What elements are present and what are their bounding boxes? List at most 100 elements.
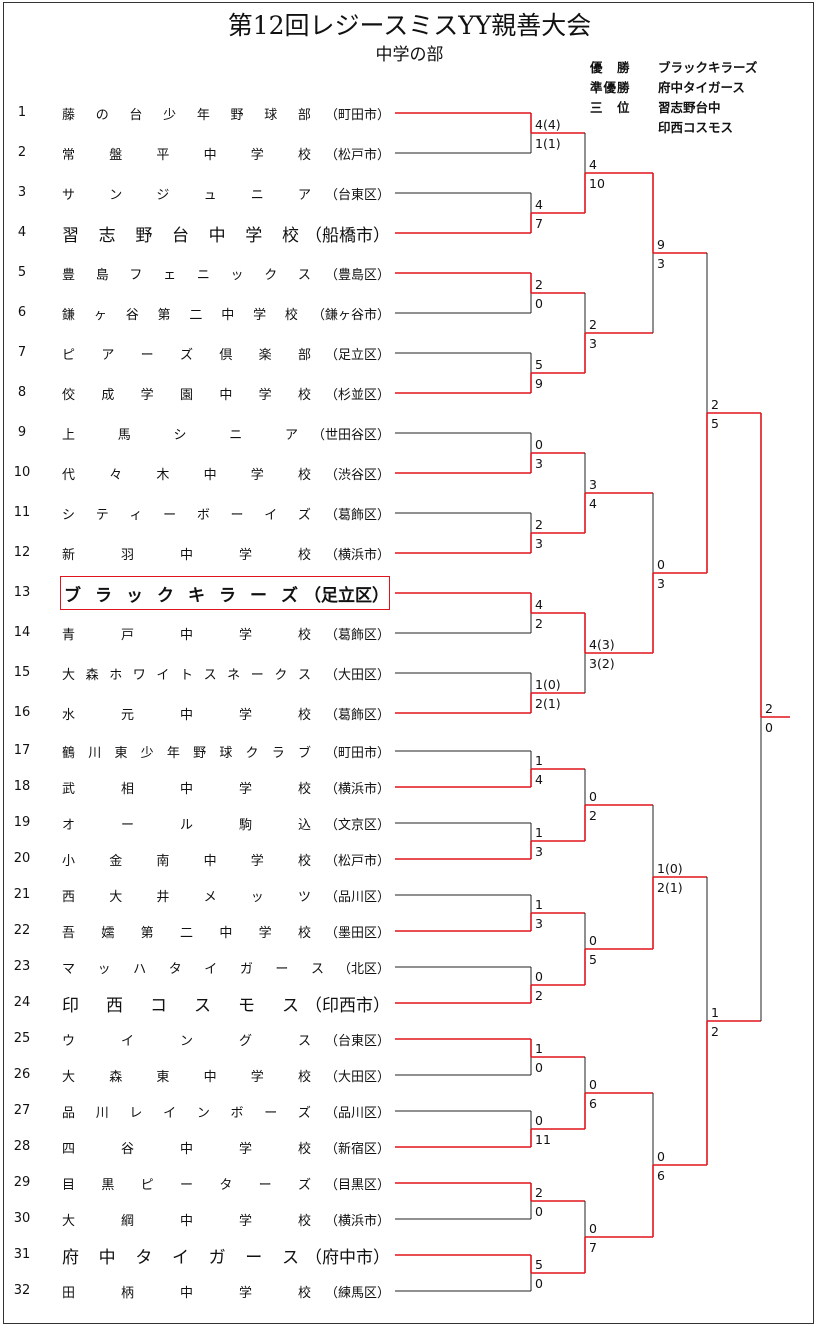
score-top: 4 (535, 597, 543, 612)
score-top: 4 (535, 197, 543, 212)
team-row: ブラックキラーズ（足立区） (60, 576, 390, 610)
standing-label: 三 位 (590, 100, 631, 115)
team-name: ブラックキラーズ (64, 585, 298, 606)
seed-number: 9 (17, 425, 27, 440)
score-bottom: 0 (535, 296, 543, 311)
team-city: （世田谷区） (311, 427, 390, 443)
score-top: 1(0) (535, 677, 561, 692)
team-row: 西大井メッツ（品川区） (62, 885, 390, 905)
score-top: 2 (535, 517, 543, 532)
team-city: （墨田区） (324, 925, 390, 941)
team-city: （足立区） (324, 347, 390, 363)
team-name: 藤の台少年野球部 (62, 107, 311, 123)
score-top: 4(4) (535, 117, 561, 132)
team-row: 田柄中学校（練馬区） (62, 1281, 390, 1301)
team-row: 大森ホワイトスネークス（大田区） (62, 663, 390, 683)
seed-number: 11 (13, 505, 31, 520)
score-bottom: 3 (657, 256, 665, 271)
team-city: （台東区） (324, 187, 390, 203)
team-name: 新羽中学校 (62, 547, 311, 563)
team-row: 品川レインボーズ （品川区） (62, 1101, 390, 1121)
final-standings: 優 勝 ブラックキラーズ 準優勝 府中タイガース 三 位 習志野台中 印西コスモ… (590, 58, 757, 138)
seed-number: 8 (17, 385, 27, 400)
standing-team: 印西コスモス (658, 120, 734, 135)
score-top: 1 (535, 753, 543, 768)
team-city: （北区） (337, 961, 390, 977)
team-name: マッハタイガース (62, 961, 324, 977)
team-city: （横浜市） (324, 547, 390, 563)
team-name: 鶴川東少年野球クラブ (62, 745, 311, 761)
score-top: 3 (589, 477, 597, 492)
team-city: （葛飾区） (324, 507, 390, 523)
score-bottom: 0 (765, 720, 773, 735)
score-bottom: 0 (535, 1204, 543, 1219)
team-city: （新宿区） (324, 1141, 390, 1157)
score-bottom: 4 (589, 496, 597, 511)
team-row: 大綱中学校（横浜市） (62, 1209, 390, 1229)
team-name: 大森東中学校 (62, 1069, 311, 1085)
score-bottom: 6 (657, 1168, 665, 1183)
page-frame (3, 2, 814, 1324)
team-row: シティーボーイズ（葛飾区） (62, 503, 390, 523)
team-city: （松戸市） (324, 147, 390, 163)
score-bottom: 2(1) (657, 880, 683, 895)
standing-label: 優 勝 (590, 60, 631, 75)
team-name: 青戸中学校 (62, 627, 311, 643)
team-row: 水元中学校（葛飾区） (62, 703, 390, 723)
standing-runner-up: 準優勝 府中タイガース (590, 78, 757, 98)
score-bottom: 3 (535, 456, 543, 471)
team-name: 品川レインボーズ (62, 1105, 311, 1121)
score-top: 0 (535, 437, 543, 452)
team-name: ウイングス (62, 1033, 311, 1049)
standing-team: 府中タイガース (658, 80, 745, 95)
team-row: 青戸中学校（葛飾区） (62, 623, 390, 643)
team-row: 小金南中学校（松戸市） (62, 849, 390, 869)
seed-number: 4 (17, 225, 27, 240)
seed-number: 18 (13, 779, 31, 794)
team-city: （練馬区） (324, 1285, 390, 1301)
team-city: （品川区） (324, 1105, 390, 1121)
team-name: 吾嬬第二中学校 (62, 925, 311, 941)
seed-number: 31 (13, 1247, 31, 1262)
seed-number: 16 (13, 705, 31, 720)
score-bottom: 7 (589, 1240, 597, 1255)
score-bottom: 2 (589, 808, 597, 823)
team-name: 小金南中学校 (62, 853, 311, 869)
team-city: （文京区） (324, 817, 390, 833)
team-city: （印西市） (305, 995, 390, 1016)
score-bottom: 4 (535, 772, 543, 787)
team-name: 府中タイガース (62, 1247, 299, 1268)
tournament-title: 第12回レジースミスYY親善大会 (227, 11, 592, 40)
score-bottom: 0 (535, 1276, 543, 1291)
score-bottom: 1(1) (535, 136, 561, 151)
seed-number: 28 (13, 1139, 31, 1154)
score-bottom: 3 (535, 844, 543, 859)
team-row: ピアーズ倶楽部 （足立区） (62, 343, 390, 363)
team-city: （大田区） (324, 1069, 390, 1085)
team-city: （船橋市） (305, 225, 390, 246)
team-name: ピアーズ倶楽部 (62, 347, 311, 363)
team-name: 鎌ヶ谷第二中学校 (62, 307, 298, 323)
team-row: 常盤平中学校（松戸市） (62, 143, 390, 163)
score-bottom: 2 (711, 1024, 719, 1039)
seed-number: 27 (13, 1103, 31, 1118)
seed-number: 29 (13, 1175, 31, 1190)
score-top: 0 (535, 1113, 543, 1128)
score-top: 2 (589, 317, 597, 332)
team-name: 目黒ピーターズ (62, 1177, 311, 1193)
team-row: ウイングス（台東区） (62, 1029, 390, 1049)
seed-number: 19 (13, 815, 31, 830)
seed-number: 20 (13, 851, 31, 866)
score-bottom: 3 (589, 336, 597, 351)
seed-number: 10 (13, 465, 31, 480)
seed-number: 14 (13, 625, 31, 640)
team-row: 大森東中学校 （大田区） (62, 1065, 390, 1085)
seed-number: 6 (17, 305, 27, 320)
standing-label: 準優勝 (590, 80, 631, 95)
team-city: （府中市） (305, 1247, 390, 1268)
seed-number: 1 (17, 105, 27, 120)
score-bottom: 6 (589, 1096, 597, 1111)
seed-number: 25 (13, 1031, 31, 1046)
score-top: 0 (589, 1077, 597, 1092)
score-top: 4 (589, 157, 597, 172)
